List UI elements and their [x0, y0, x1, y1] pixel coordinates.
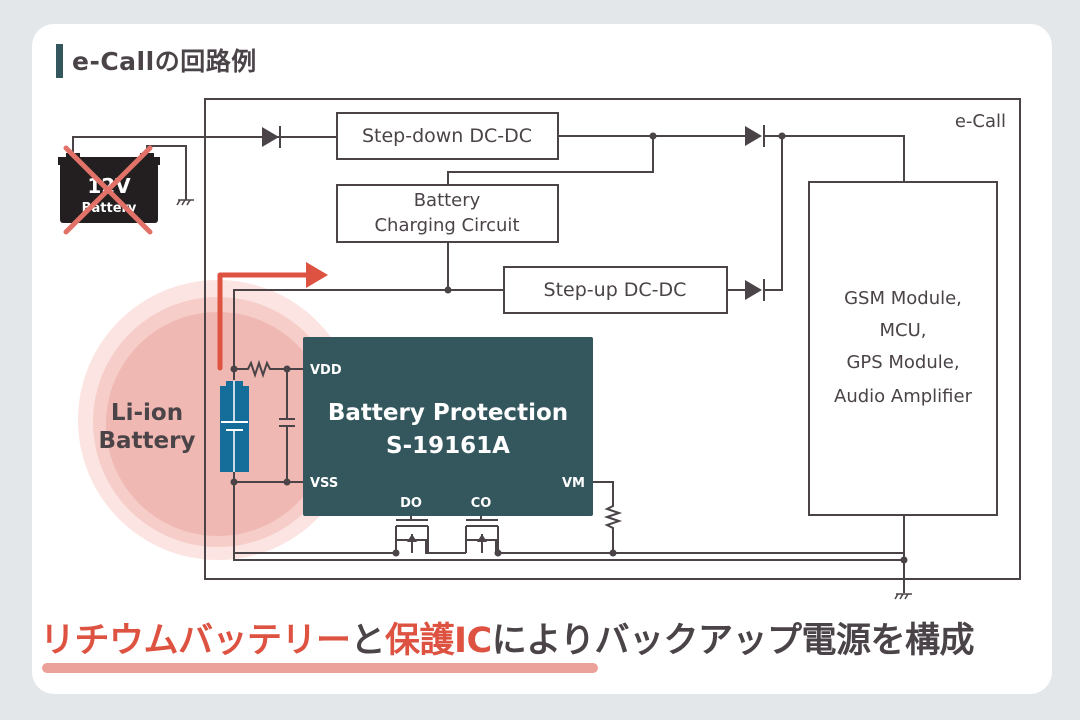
footer-text-and: と: [350, 621, 386, 661]
cross-out-mark: [63, 145, 153, 235]
ic-part-number: S-19161A: [386, 433, 510, 459]
junction-dots: [230, 132, 908, 564]
li-ion-label-line2: Battery: [99, 428, 196, 454]
ecall-frame: [204, 98, 1021, 580]
pin-vm: VM: [562, 476, 585, 491]
pin-vdd: VDD: [310, 363, 342, 378]
svg-text:Charging Circuit: Charging Circuit: [374, 215, 519, 236]
svg-text:Step-down DC-DC: Step-down DC-DC: [362, 125, 532, 147]
footer-underline: [42, 663, 598, 673]
li-ion-label-line1: Li-ion: [111, 400, 183, 426]
footer-text-rest: によりバックアップ電源を構成: [491, 621, 975, 661]
footer-caption: リチウムバッテリーと保護ICによりバックアップ電源を構成: [40, 612, 975, 663]
current-flow-arrow: [217, 262, 328, 371]
ic-name: Battery Protection: [328, 400, 568, 426]
step-down-block: Step-down DC-DC: [336, 112, 559, 160]
mosfet-do: [395, 519, 429, 553]
svg-text:GSM Module,: GSM Module,: [844, 288, 962, 309]
title-accent-bar: [56, 44, 63, 78]
footer-highlight-battery: リチウムバッテリー: [40, 621, 351, 661]
li-ion-halo: [78, 280, 358, 560]
svg-text:Step-up DC-DC: Step-up DC-DC: [544, 279, 687, 301]
svg-text:MCU,: MCU,: [880, 320, 927, 341]
protection-ic: VDD VSS VM DO CO Battery Protection S-19…: [303, 337, 593, 516]
footer-highlight-ic: 保護IC: [385, 621, 492, 661]
load-block: GSM Module, MCU, GPS Module, Audio Ampli…: [808, 181, 998, 516]
page-title: e-Callの回路例: [72, 47, 257, 76]
svg-text:GPS Module,: GPS Module,: [846, 352, 959, 373]
wires: [72, 135, 905, 593]
pin-do: DO: [400, 496, 422, 511]
ground-icon: [176, 199, 194, 206]
diode-input: [262, 126, 281, 148]
diode-step-down: [745, 125, 765, 147]
svg-text:Battery: Battery: [414, 190, 481, 211]
ecall-frame-label: e-Call: [955, 111, 1006, 132]
charging-circuit-block: Battery Charging Circuit: [336, 184, 559, 243]
step-up-block: Step-up DC-DC: [503, 266, 728, 314]
mosfet-co: [465, 519, 499, 553]
diode-step-up: [745, 279, 765, 301]
ground-icon: [894, 593, 912, 600]
svg-text:Audio Amplifier: Audio Amplifier: [834, 386, 973, 407]
pin-vss: VSS: [310, 476, 338, 491]
li-ion-cell-icon: [220, 381, 249, 472]
pin-co: CO: [471, 496, 492, 511]
